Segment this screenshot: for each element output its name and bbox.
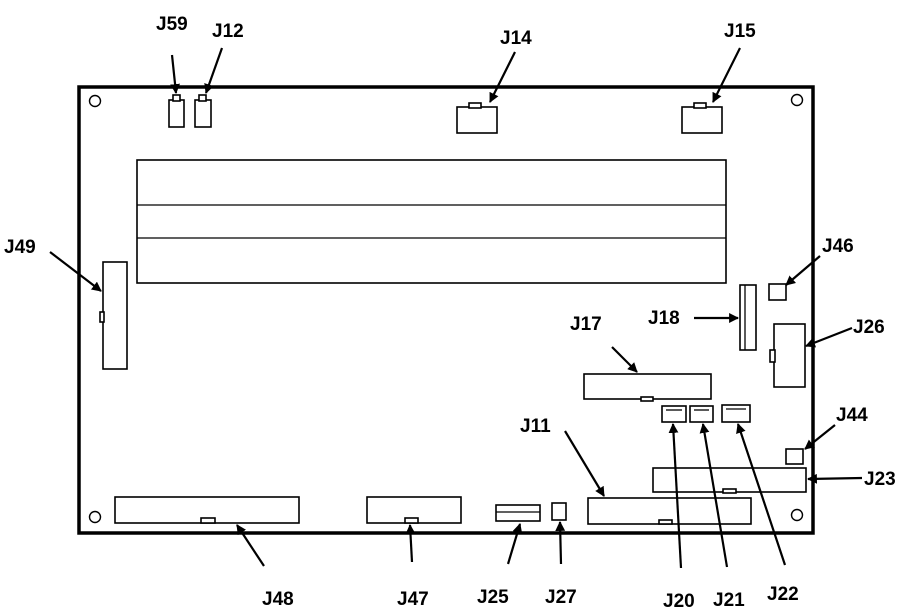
connector-j20: [661, 405, 687, 423]
label-j59: J59: [156, 14, 188, 35]
label-j47: J47: [397, 589, 429, 610]
connector-j46: [768, 283, 787, 301]
label-j20: J20: [663, 591, 695, 612]
label-j22: J22: [767, 584, 799, 605]
connector-j25: [495, 504, 541, 522]
mounting-hole-bottom-left: [88, 510, 102, 524]
connector-j15: [681, 102, 723, 134]
label-j23: J23: [864, 469, 896, 490]
mounting-hole-top-left: [88, 94, 102, 108]
label-j44: J44: [836, 405, 868, 426]
label-j12: J12: [212, 21, 244, 42]
mounting-hole-bottom-right: [790, 508, 804, 522]
connector-j26: [769, 323, 806, 388]
connector-j14: [456, 102, 498, 134]
connector-j11: [587, 497, 752, 525]
connector-j47: [366, 496, 462, 524]
connector-j48: [114, 496, 300, 524]
memory-module-block: [136, 159, 727, 284]
connector-j18: [739, 284, 757, 351]
connector-j21: [689, 405, 714, 423]
label-j11: J11: [520, 416, 551, 437]
connector-j59: [168, 94, 185, 128]
connector-j22: [721, 404, 751, 423]
mounting-hole-top-right: [790, 93, 804, 107]
label-j27: J27: [545, 587, 577, 608]
connector-j27: [551, 502, 567, 521]
label-j18: J18: [648, 308, 680, 329]
label-j46: J46: [822, 236, 854, 257]
connector-j44: [785, 448, 804, 465]
label-j49: J49: [4, 237, 36, 258]
label-j14: J14: [500, 28, 532, 49]
connector-j12: [194, 94, 212, 128]
connector-j23: [652, 467, 807, 494]
connector-j49: [99, 261, 128, 370]
label-j15: J15: [724, 21, 756, 42]
label-j25: J25: [477, 587, 509, 608]
leader-arrows: [49, 47, 863, 569]
board-outline: [77, 85, 815, 535]
label-j17: J17: [570, 314, 602, 335]
label-j48: J48: [262, 589, 294, 610]
label-j21: J21: [713, 590, 745, 611]
connector-j17: [583, 373, 712, 402]
label-j26: J26: [853, 317, 885, 338]
